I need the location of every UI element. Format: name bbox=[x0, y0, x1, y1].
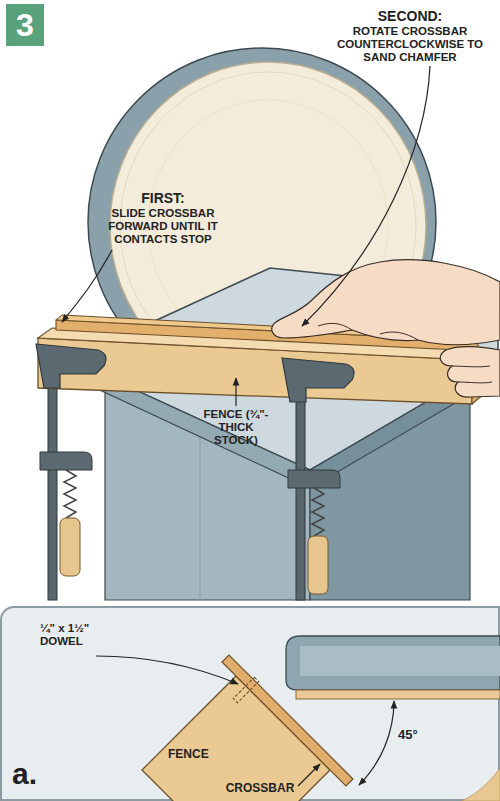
inset-letter: a. bbox=[12, 756, 72, 792]
sander-stand bbox=[200, 430, 201, 600]
instruction-note: SLIDE CROSSBAR FORWARD UNTIL IT CONTACTS… bbox=[95, 207, 231, 247]
bar-clamp bbox=[312, 488, 324, 536]
step-heading: FIRST: bbox=[95, 190, 231, 206]
hand bbox=[452, 366, 492, 383]
leader-line bbox=[235, 378, 236, 406]
step-number-badge: 3 bbox=[6, 4, 44, 46]
part-label: FENCE (¾"-THICK STOCK) bbox=[196, 408, 276, 448]
part-label: FENCE bbox=[168, 748, 228, 762]
leader-line bbox=[302, 66, 430, 326]
bar-clamp bbox=[64, 470, 76, 518]
step-heading: SECOND: bbox=[335, 8, 485, 24]
hand bbox=[272, 260, 500, 397]
bar-clamp bbox=[60, 518, 80, 576]
leader-line bbox=[62, 250, 112, 322]
clamp-jaw bbox=[36, 344, 354, 402]
bar-clamp bbox=[288, 470, 340, 488]
part-label: CROSSBAR bbox=[220, 782, 300, 796]
clamp-jaw bbox=[282, 358, 354, 402]
hand bbox=[272, 260, 500, 345]
step-number: 3 bbox=[6, 4, 44, 46]
bar-clamp bbox=[308, 536, 328, 594]
instruction-note: ROTATE CROSSBAR COUNTERCLOCKWISE TO SAND… bbox=[335, 25, 485, 65]
leader-line bbox=[62, 66, 430, 406]
bar-clamp bbox=[40, 452, 92, 470]
dimension-label: ¼" x 1½" DOWEL bbox=[40, 622, 120, 648]
hand bbox=[318, 323, 418, 340]
hand bbox=[440, 347, 500, 397]
bar-clamp bbox=[48, 360, 57, 600]
clamp-jaw bbox=[36, 344, 106, 388]
bar-clamp bbox=[296, 380, 305, 600]
angle-label: 45° bbox=[398, 728, 448, 743]
